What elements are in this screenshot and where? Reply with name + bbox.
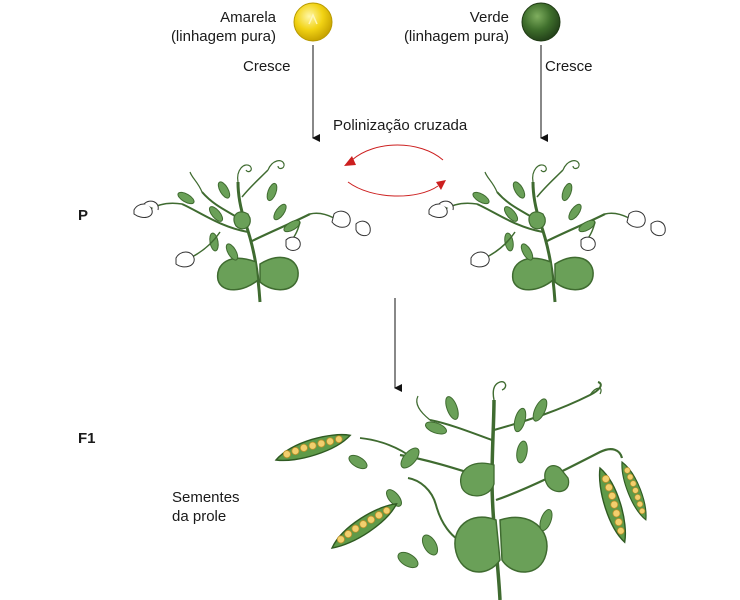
- f1-offspring-plant: [348, 380, 624, 600]
- grows-label-left: Cresce: [243, 58, 291, 75]
- green-parent-note: (linhagem pura): [403, 28, 509, 45]
- yellow-parent-note: (linhagem pura): [170, 28, 276, 45]
- yellow-parent-name: Amarela: [220, 9, 276, 26]
- yellow-parent-label: Amarela (linhagem pura): [140, 8, 276, 46]
- green-parent-label: Verde (linhagem pura): [373, 8, 509, 46]
- seed-pod-left-lower: [325, 498, 403, 553]
- green-parent-plant: [427, 159, 667, 304]
- generation-f1-label: F1: [78, 430, 96, 447]
- cross-pollination-arrows: [344, 144, 446, 197]
- generation-p-label: P: [78, 207, 89, 224]
- yellow-pea-seed-icon: [293, 2, 333, 42]
- cross-pollination-label: Polinização cruzada: [333, 117, 468, 134]
- offspring-label-line2: da prole: [172, 508, 227, 525]
- offspring-seeds-label: Sementes da prole: [172, 488, 240, 526]
- yellow-pea-hilum-mark: [308, 13, 318, 25]
- yellow-parent-plant: [132, 159, 372, 304]
- grows-label-right: Cresce: [545, 58, 593, 75]
- green-parent-name: Verde: [469, 9, 509, 26]
- seed-pod-left-upper: [272, 429, 354, 466]
- offspring-label-line1: Sementes: [172, 489, 240, 506]
- green-pea-seed-icon: [521, 2, 561, 42]
